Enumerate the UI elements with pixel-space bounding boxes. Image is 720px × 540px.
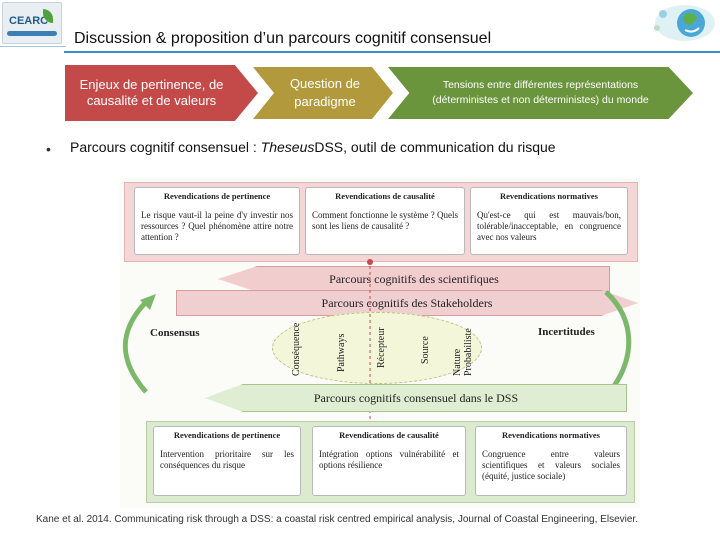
vlabel-pathways: Pathways [336, 333, 347, 372]
chevron-paradigme: Question de paradigme [253, 67, 393, 119]
bullet-text-after: DSS, outil de communication du risque [314, 139, 556, 155]
card-heading: Revendications de causalité [339, 430, 439, 440]
card-pertinence-bottom: Revendications de pertinence Interventio… [153, 426, 301, 496]
card-heading: Revendications normatives [502, 430, 600, 440]
card-heading: Revendications de pertinence [163, 191, 271, 201]
bullet-text-before: Parcours cognitif consensuel : [70, 139, 261, 155]
card-causalite-bottom: Revendications de causalité Intégration … [312, 426, 466, 496]
card-body: Qu'est-ce qui est mauvais/bon, tolérable… [477, 210, 621, 242]
globe-logo [654, 5, 715, 41]
card-normatives-top: Revendications normatives Qu'est-ce qui … [470, 187, 628, 255]
chevron-pertinence: Enjeux de pertinence, de causalité et de… [65, 65, 258, 121]
card-heading: Revendications normatives [500, 191, 598, 201]
bullet-text-italic: Theseus [260, 139, 315, 155]
card-body: Intégration options vulnérabilité et opt… [319, 449, 459, 470]
card-body: Comment fonctionne le système ? Quels so… [312, 210, 458, 231]
chevron-tensions: Tensions entre différentes représentatio… [388, 67, 693, 119]
reference-citation: Kane et al. 2014. Communicating risk thr… [36, 514, 638, 525]
card-body: Le risque vaut-il la peine d'y investir … [141, 210, 293, 242]
pathway-oval [272, 312, 482, 384]
card-normatives-bottom: Revendications normatives Congruence ent… [475, 426, 627, 496]
wave-icon [7, 31, 57, 36]
uncertainty-label: Incertitudes [538, 326, 595, 338]
bullet-marker: • [46, 141, 51, 157]
card-body: Intervention prioritaire sur les conséqu… [160, 449, 294, 470]
arrow-stakeholders: Parcours cognitifs des Stakeholders [176, 290, 638, 316]
consensus-label: Consensus [150, 327, 200, 339]
page-title: Discussion & proposition d’un parcours c… [74, 30, 492, 47]
vlabel-recepteur: Récepteur [376, 327, 387, 368]
card-heading: Revendications de pertinence [173, 430, 281, 440]
card-body: Congruence entre valeurs scientifiques e… [482, 449, 620, 481]
arrow-consensus-dss: Parcours cognitifs consensuel dans le DS… [205, 384, 627, 412]
vlabel-nature-probabiliste: Nature Probabiliste [452, 328, 474, 376]
vlabel-source: Source [420, 336, 431, 364]
arrow-scientists: Parcours cognitifs des scientifiques [218, 266, 610, 292]
logo-text: CEARC [9, 15, 49, 27]
title-rule [64, 51, 720, 53]
leaf-icon [43, 9, 53, 23]
card-heading: Revendications de causalité [335, 191, 435, 201]
cearc-logo: CEARC [2, 2, 62, 44]
card-causalite-top: Revendications de causalité Comment fonc… [305, 187, 465, 255]
bullet-text: Parcours cognitif consensuel : TheseusDS… [70, 139, 556, 155]
title-rule-left [0, 46, 66, 47]
vlabel-consequence: Conséquence [291, 322, 302, 376]
card-pertinence-top: Revendications de pertinence Le risque v… [134, 187, 300, 255]
